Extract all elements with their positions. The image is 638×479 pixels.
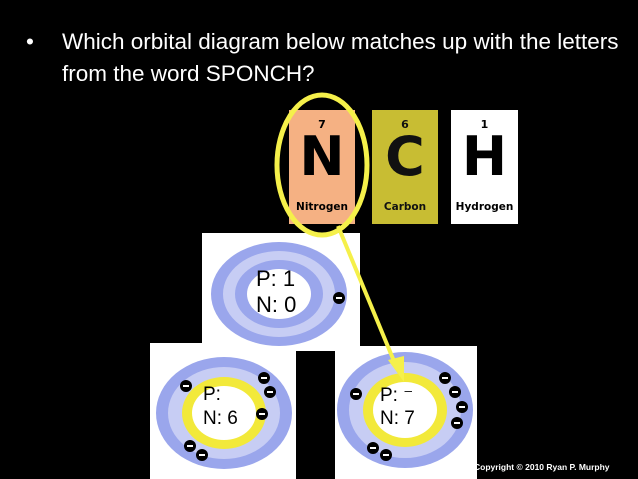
element-tile-hydrogen: 1 H Hydrogen bbox=[451, 110, 518, 224]
element-name: Nitrogen bbox=[296, 201, 348, 213]
atom-top bbox=[211, 242, 347, 346]
bullet-marker: • bbox=[26, 29, 34, 54]
element-name: Carbon bbox=[383, 201, 427, 213]
copyright-text: Copyright © 2010 Ryan P. Murphy bbox=[474, 462, 610, 472]
atomic-number: 6 bbox=[401, 118, 409, 131]
element-symbol: C bbox=[385, 125, 425, 188]
highlight-circle bbox=[274, 92, 370, 238]
highlight-arrow-head bbox=[388, 356, 404, 382]
element-symbol: N bbox=[299, 125, 345, 188]
atom-right-neutron-label: N: 7 bbox=[380, 408, 415, 429]
atomic-number: 1 bbox=[480, 118, 489, 131]
atom-left-neutron-label: N: 6 bbox=[203, 408, 238, 429]
element-tile-nitrogen: 7 N Nitrogen bbox=[289, 110, 355, 224]
question-bullet: • Which orbital diagram below matches up… bbox=[26, 26, 626, 90]
atom-left bbox=[156, 357, 292, 469]
element-symbol: H bbox=[461, 125, 508, 188]
atom-left-proton-label: P: bbox=[203, 384, 221, 405]
highlight-arrow-line bbox=[336, 225, 398, 367]
atomic-number: 7 bbox=[318, 118, 326, 131]
question-text: Which orbital diagram below matches up w… bbox=[62, 29, 619, 86]
atom-top-neutron-label: N: 0 bbox=[256, 292, 297, 317]
element-tile-carbon: 6 C Carbon bbox=[372, 110, 438, 224]
atom-right-proton-label: P: ⁻ bbox=[380, 385, 414, 406]
electron-minus-icons bbox=[183, 297, 465, 456]
element-name: Hydrogen bbox=[455, 201, 514, 213]
atom-top-proton-label: P: 1 bbox=[256, 266, 296, 291]
